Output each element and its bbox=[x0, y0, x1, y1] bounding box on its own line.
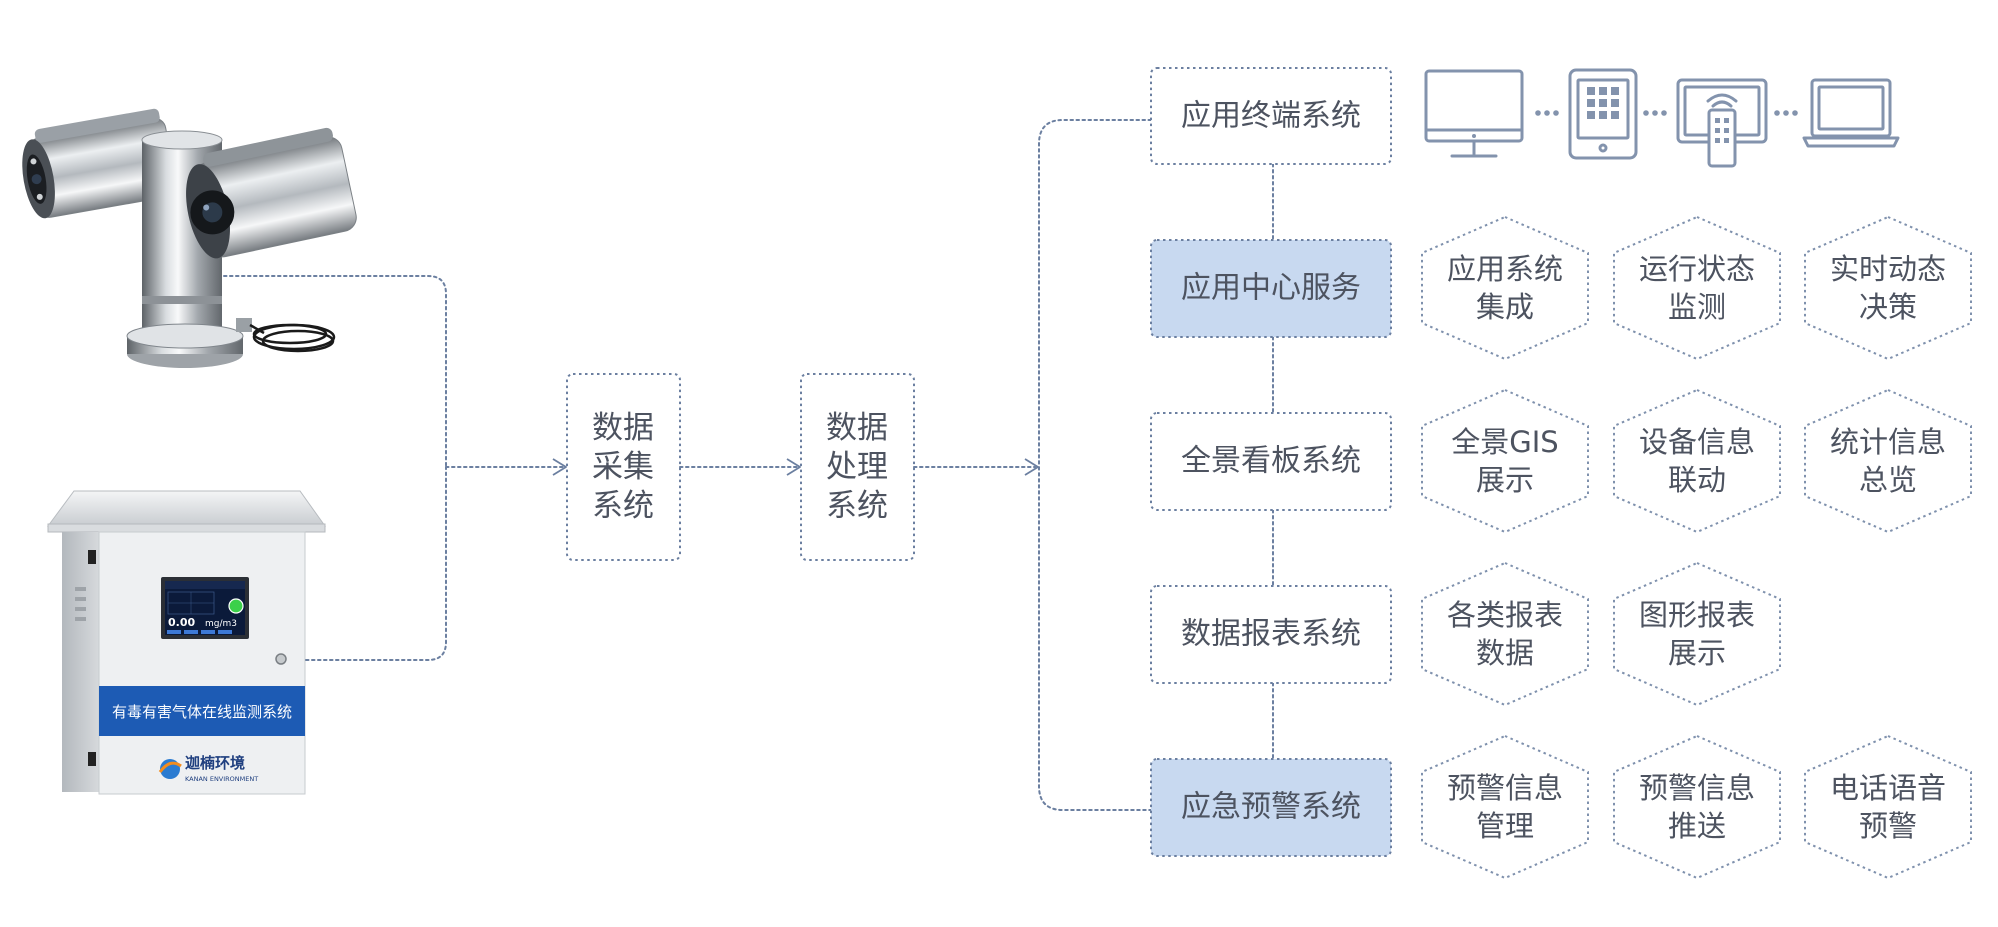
feature-line: 设备信息 bbox=[1639, 425, 1755, 459]
feature-line: 决策 bbox=[1859, 290, 1917, 324]
system-box-panorama-board: 全景看板系统 bbox=[1150, 412, 1392, 511]
arrowhead bbox=[1024, 458, 1039, 476]
feature-hexagon: 图形报表 展示 bbox=[1613, 561, 1781, 707]
logo-english: KANAN ENVIRONMENT bbox=[185, 775, 258, 783]
feature-line: 管理 bbox=[1476, 809, 1534, 843]
camera-base bbox=[126, 318, 252, 368]
ellipsis-dots bbox=[1643, 110, 1667, 116]
systems-bracket bbox=[1038, 119, 1152, 811]
system-box-data-report: 数据报表系统 bbox=[1150, 585, 1392, 684]
tablet-icon bbox=[1568, 68, 1638, 160]
feature-hexagon: 统计信息 总览 bbox=[1804, 388, 1972, 534]
pipeline-box-line: 处理 bbox=[826, 449, 888, 485]
pipeline-box-line: 采集 bbox=[592, 449, 654, 485]
cabinet-lock-icon bbox=[275, 653, 287, 665]
feature-hexagon: 预警信息 管理 bbox=[1421, 734, 1589, 880]
feature-line: 监测 bbox=[1668, 290, 1726, 324]
laptop-icon bbox=[1802, 78, 1900, 148]
screen-value: 0.00 bbox=[168, 616, 195, 629]
cabinet-band-label: 有毒有害气体在线监测系统 bbox=[112, 703, 292, 721]
monitor-icon bbox=[1424, 69, 1524, 158]
feature-line: 数据 bbox=[1476, 636, 1534, 670]
pipeline-box-line: 系统 bbox=[592, 488, 654, 524]
feature-line: 应用系统 bbox=[1447, 252, 1563, 286]
feature-hexagon: 电话语音 预警 bbox=[1804, 734, 1972, 880]
feature-line: 联动 bbox=[1668, 463, 1726, 497]
feature-line: 各类报表 bbox=[1447, 598, 1563, 632]
cabinet-hinge-bottom bbox=[88, 752, 96, 766]
gas-monitor-cabinet-image: 0.00 mg/m3 有毒有害气体在线监测系统 迦楠环境 KANAN ENVIR… bbox=[47, 490, 326, 795]
cabinet-roof bbox=[47, 490, 326, 527]
pipeline-box-line: 数据 bbox=[592, 410, 654, 446]
system-label: 应用终端系统 bbox=[1181, 99, 1361, 134]
feature-line: 全景GIS bbox=[1451, 425, 1558, 459]
cabinet-connector bbox=[305, 466, 447, 661]
data-processing-box: 数据 处理 系统 bbox=[800, 373, 915, 561]
pipeline-box-line: 系统 bbox=[826, 488, 888, 524]
feature-line: 推送 bbox=[1668, 809, 1726, 843]
feature-line: 总览 bbox=[1859, 463, 1917, 497]
logo-swoosh bbox=[158, 761, 182, 773]
feature-hexagon: 实时动态 决策 bbox=[1804, 215, 1972, 361]
system-label: 数据报表系统 bbox=[1181, 617, 1361, 652]
feature-line: 展示 bbox=[1476, 463, 1534, 497]
arrowhead bbox=[552, 458, 567, 476]
system-box-terminal: 应用终端系统 bbox=[1150, 67, 1392, 165]
system-label: 应用中心服务 bbox=[1181, 271, 1361, 306]
feature-line: 展示 bbox=[1668, 636, 1726, 670]
feature-line: 电话语音 bbox=[1830, 771, 1946, 805]
system-label: 应急预警系统 bbox=[1181, 790, 1361, 825]
feature-line: 预警信息 bbox=[1639, 771, 1755, 805]
ptz-camera-image bbox=[22, 108, 357, 368]
feature-line: 预警 bbox=[1859, 809, 1917, 843]
data-collection-box: 数据 采集 系统 bbox=[566, 373, 681, 561]
feature-line: 实时动态 bbox=[1830, 252, 1946, 286]
feature-line: 预警信息 bbox=[1447, 771, 1563, 805]
feature-hexagon: 各类报表 数据 bbox=[1421, 561, 1589, 707]
status-light-icon bbox=[228, 598, 244, 614]
cabinet-logo: 迦楠环境 KANAN ENVIRONMENT bbox=[158, 754, 258, 783]
feature-line: 统计信息 bbox=[1830, 425, 1946, 459]
feature-hexagon: 运行状态 监测 bbox=[1613, 215, 1781, 361]
feature-hexagon: 预警信息 推送 bbox=[1613, 734, 1781, 880]
feature-line: 集成 bbox=[1476, 290, 1534, 324]
feature-hexagon: 应用系统 集成 bbox=[1421, 215, 1589, 361]
cabinet-display-screen: 0.00 mg/m3 bbox=[161, 577, 249, 639]
system-box-emergency-warning: 应急预警系统 bbox=[1150, 758, 1392, 857]
cabinet-front-door bbox=[98, 531, 306, 795]
feature-line: 运行状态 bbox=[1639, 252, 1755, 286]
cabinet-vents bbox=[75, 587, 86, 621]
tv-remote-icon bbox=[1676, 78, 1768, 168]
cabinet-hinge-top bbox=[88, 550, 96, 564]
system-box-application-center: 应用中心服务 bbox=[1150, 239, 1392, 338]
pipeline-box-line: 数据 bbox=[826, 410, 888, 446]
cabinet-label-band bbox=[99, 686, 305, 736]
system-label: 全景看板系统 bbox=[1181, 444, 1361, 479]
arrowhead bbox=[786, 458, 801, 476]
logo-name: 迦楠环境 bbox=[185, 754, 245, 772]
cabinet-roof-edge bbox=[47, 523, 326, 533]
screen-buttons bbox=[167, 630, 232, 634]
terminal-devices bbox=[1424, 68, 1900, 168]
screen-unit: mg/m3 bbox=[205, 619, 237, 629]
ellipsis-dots bbox=[1774, 110, 1798, 116]
camera-connector bbox=[223, 275, 447, 468]
camera-left-housing bbox=[22, 108, 177, 219]
ellipsis-dots bbox=[1535, 110, 1559, 116]
camera-right-housing bbox=[186, 127, 357, 259]
feature-line: 图形报表 bbox=[1639, 598, 1755, 632]
feature-hexagon: 全景GIS 展示 bbox=[1421, 388, 1589, 534]
cabinet-side-panel bbox=[62, 532, 99, 792]
camera-cable bbox=[249, 323, 336, 353]
feature-hexagon: 设备信息 联动 bbox=[1613, 388, 1781, 534]
